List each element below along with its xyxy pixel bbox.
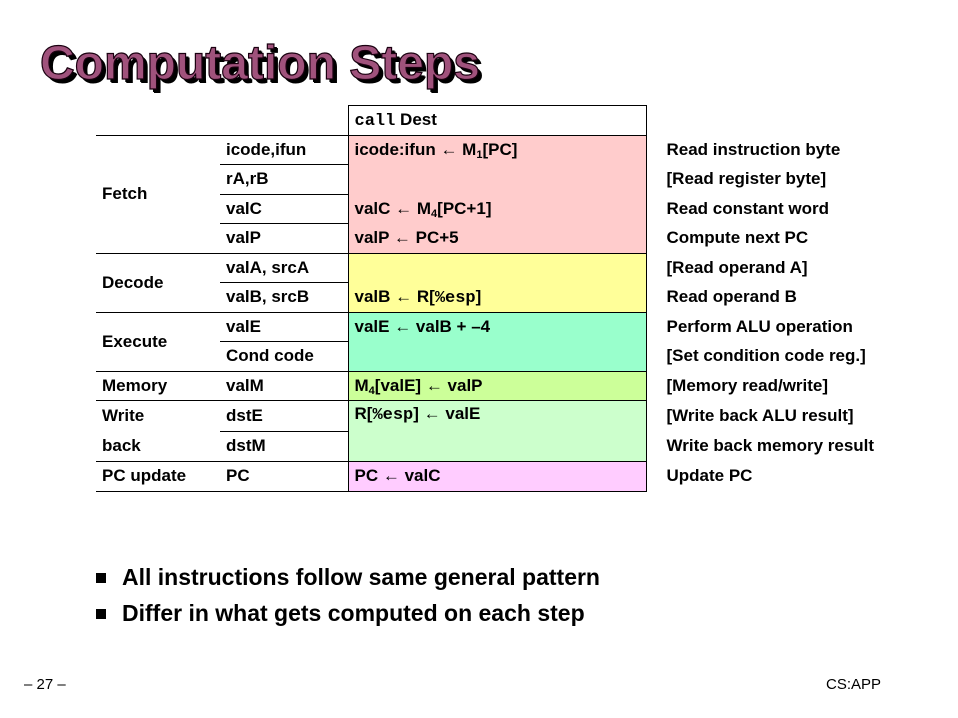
computation-table: call Dest Fetch icode,ifun icode:ifun ← … — [96, 105, 946, 492]
stage-decode: Decode — [96, 252, 220, 313]
reg-name: rA,rB — [220, 164, 348, 195]
fetch-expr — [347, 164, 647, 194]
stage-execute: Execute — [96, 311, 220, 372]
page-title: Computation Steps — [39, 36, 480, 90]
step-description: [Memory read/write] — [666, 375, 829, 395]
table-row: PC update PC PC ← valC Update PC — [96, 461, 946, 492]
step-description: Perform ALU operation — [666, 316, 853, 336]
step-description: Read operand B — [666, 287, 797, 307]
writeback-expr: R[%esp] ← valE — [347, 400, 647, 431]
reg-name: valB, srcB — [220, 282, 348, 313]
stage-pcupdate: PC update — [96, 461, 220, 492]
decode-expr — [347, 252, 647, 283]
reg-name: valP — [220, 223, 348, 254]
writeback-expr — [347, 431, 647, 462]
table-header-row: call Dest — [96, 105, 946, 136]
bullet-item: Differ in what gets computed on each ste… — [96, 596, 600, 632]
table-row: Fetch icode,ifun icode:ifun ← M1[PC] Rea… — [96, 134, 946, 254]
reg-name: valM — [220, 370, 348, 401]
fetch-expr: valP ← PC+5 — [347, 223, 647, 254]
decode-expr: valB ← R[%esp] — [347, 282, 647, 313]
fetch-expr: valC ← M4[PC+1] — [347, 194, 647, 224]
title-area: Computation Steps — [39, 36, 640, 106]
reg-name: valC — [220, 193, 348, 224]
table-row: Memory valM M4[valE] ← valP [Memory read… — [96, 370, 946, 401]
square-bullet-icon — [96, 609, 106, 619]
reg-name: icode,ifun — [220, 134, 348, 165]
bullet-item: All instructions follow same general pat… — [96, 560, 600, 596]
reg-name: Cond code — [220, 341, 348, 372]
bullet-list: All instructions follow same general pat… — [96, 560, 600, 632]
page-number: – 27 – — [24, 676, 66, 693]
execute-expr — [347, 341, 647, 372]
reg-name: dstM — [220, 430, 348, 462]
step-description: Write back memory result — [666, 436, 875, 456]
table-row: Decode valA, srcA [Read operand A] — [96, 252, 946, 313]
table-row: Cond code [Set condition code reg.] — [96, 341, 946, 372]
table-row: valC valC ← M4[PC+1] Read constant word — [96, 193, 946, 224]
step-description: [Read register byte] — [666, 169, 827, 189]
memory-expr: M4[valE] ← valP — [347, 370, 647, 401]
table-row: valB, srcB valB ← R[%esp] Read operand B — [96, 282, 946, 313]
pcupdate-expr: PC ← valC — [347, 461, 647, 492]
footer-brand: CS:APP — [826, 676, 882, 693]
stage-fetch: Fetch — [96, 134, 220, 254]
stage-memory: Memory — [96, 370, 220, 401]
reg-name: PC — [220, 461, 348, 492]
step-description: [Set condition code reg.] — [666, 346, 866, 366]
reg-name: dstE — [220, 400, 348, 432]
step-description: [Write back ALU result] — [666, 405, 854, 425]
step-description: Read instruction byte — [666, 139, 841, 159]
table-row: rA,rB [Read register byte] — [96, 164, 946, 195]
table-row: valP valP ← PC+5 Compute next PC — [96, 223, 946, 254]
reg-name: valE — [220, 311, 348, 342]
reg-name: valA, srcA — [220, 252, 348, 283]
square-bullet-icon — [96, 573, 106, 583]
execute-expr: valE ← valB + –4 — [347, 311, 647, 342]
instruction-header: call Dest — [347, 105, 647, 136]
table-row: Execute valE valE ← valB + –4 Perform AL… — [96, 311, 946, 372]
step-description: [Read operand A] — [666, 257, 808, 277]
table-row: dstM Write back memory result — [96, 430, 946, 462]
step-description: Update PC — [666, 466, 753, 486]
fetch-expr: icode:ifun ← M1[PC] — [347, 134, 647, 165]
step-description: Read constant word — [666, 198, 829, 218]
step-description: Compute next PC — [666, 228, 809, 248]
